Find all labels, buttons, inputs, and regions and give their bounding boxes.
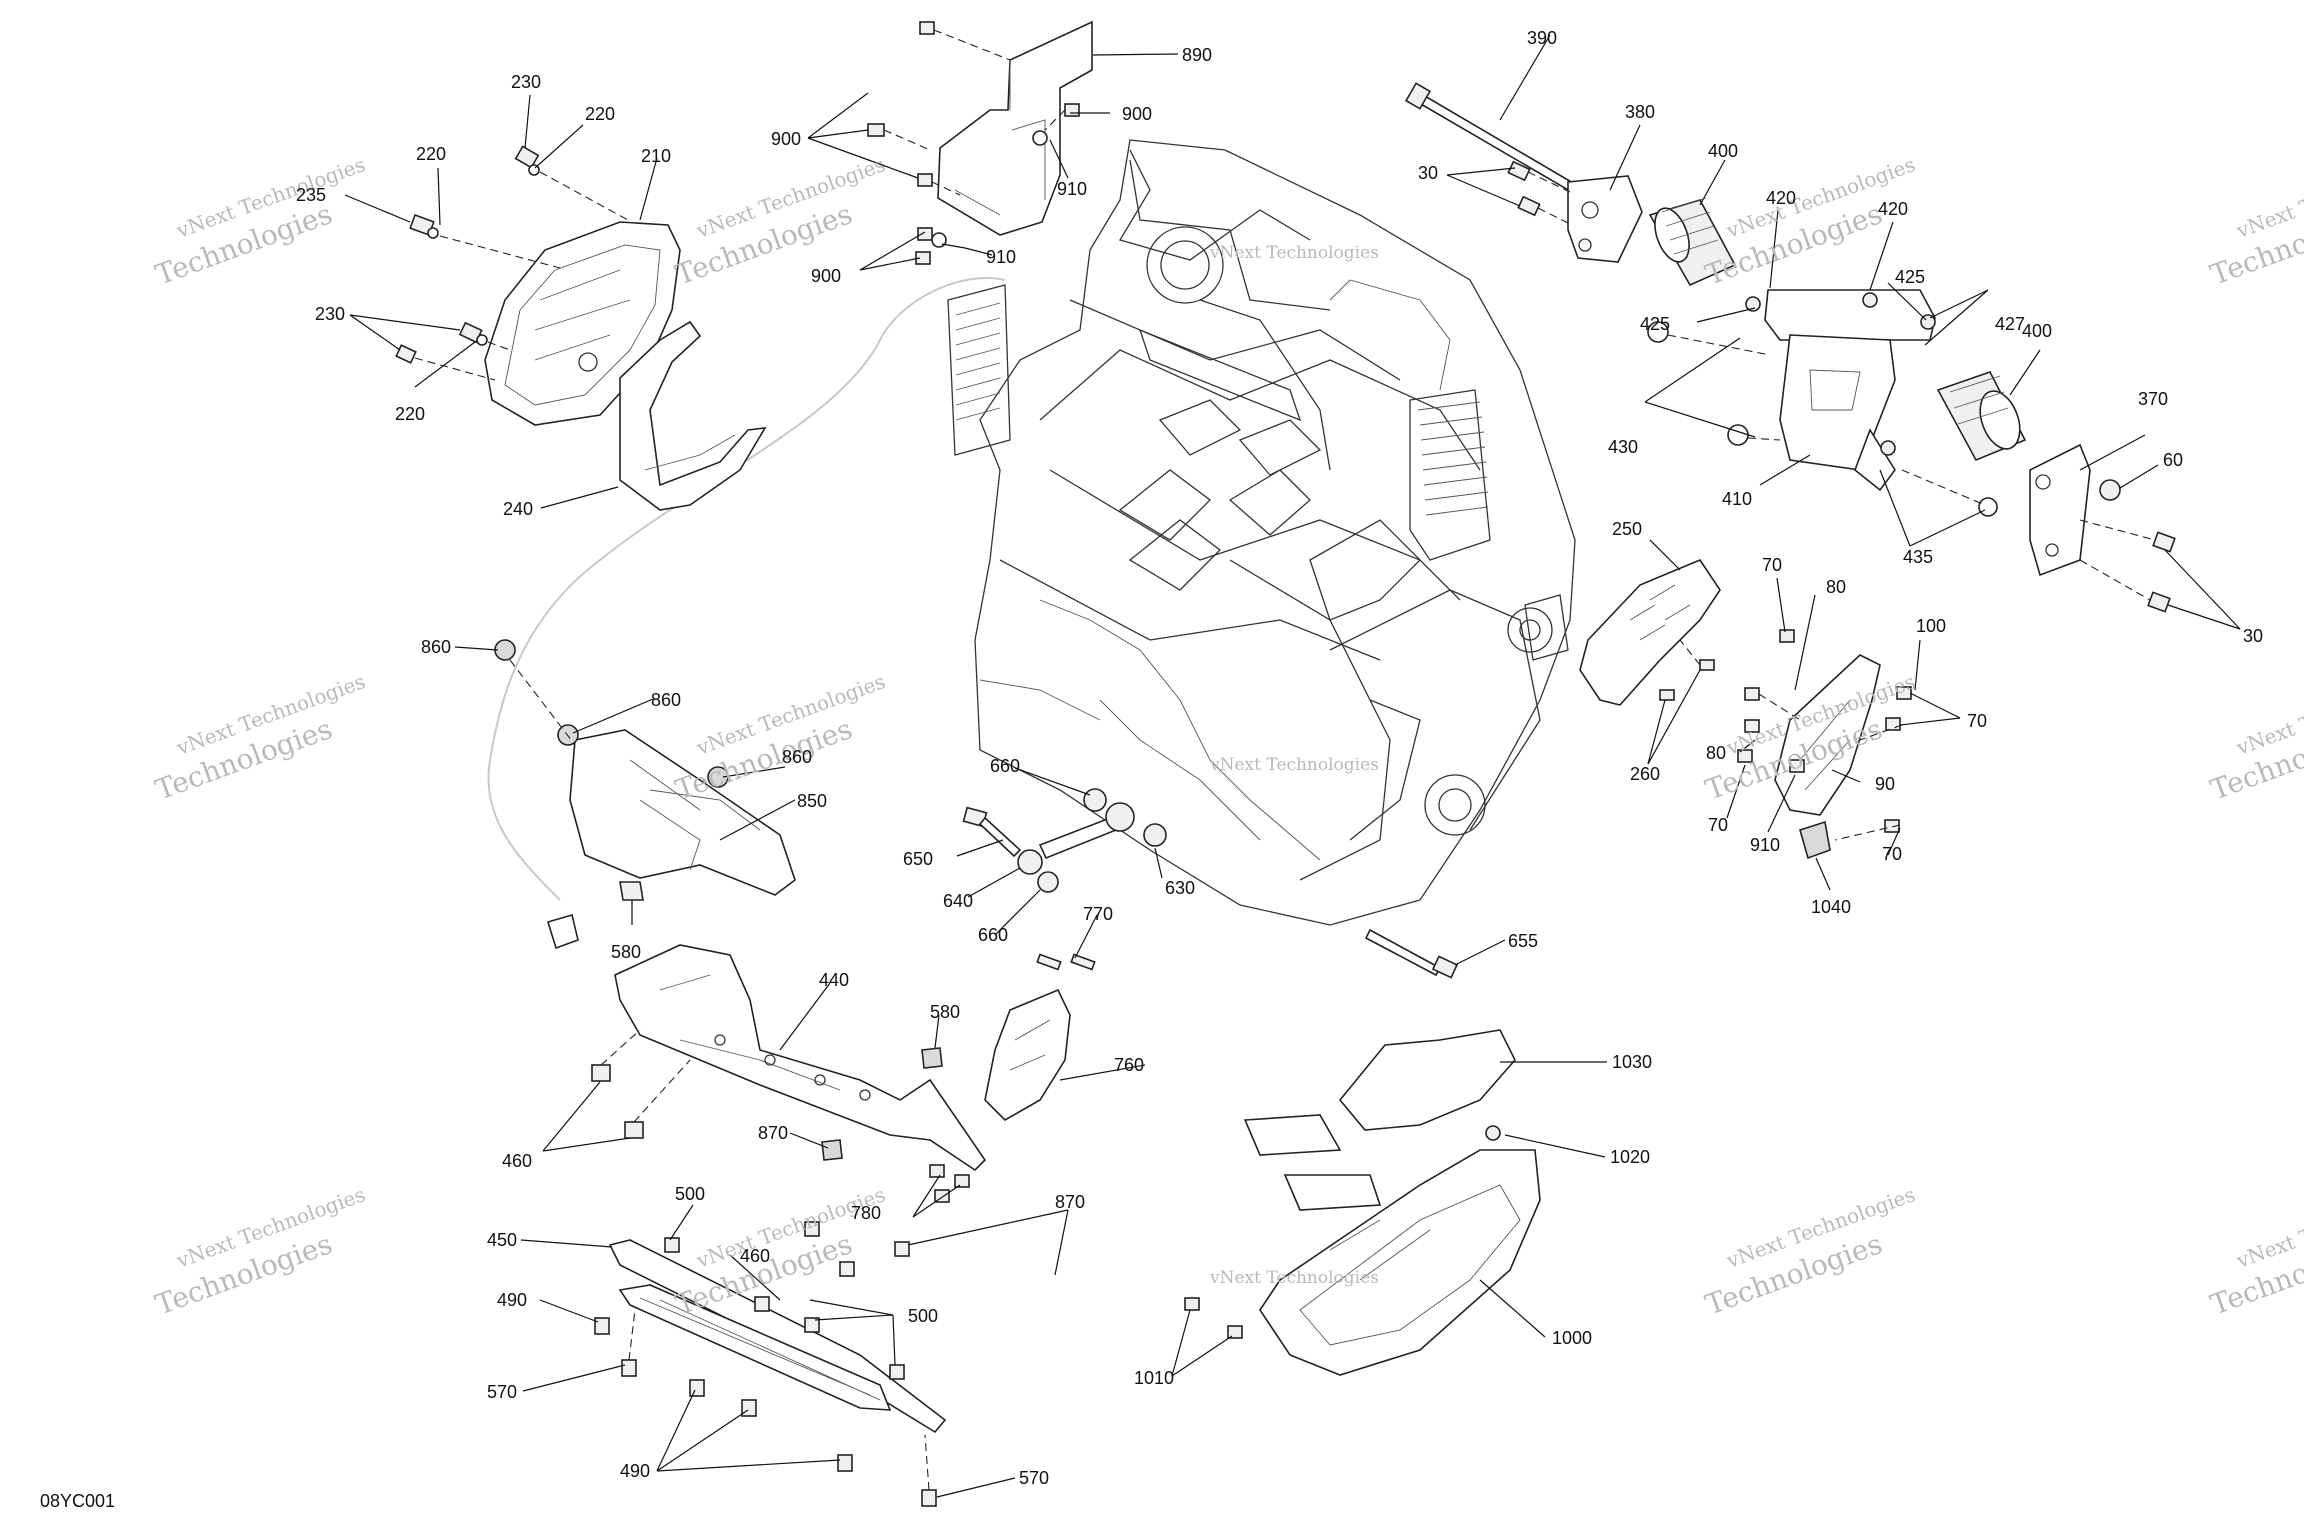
callout-1000: 1000 xyxy=(1552,1328,1592,1348)
callout-410: 410 xyxy=(1722,489,1752,509)
callout-630: 630 xyxy=(1165,878,1195,898)
callout-1040: 1040 xyxy=(1811,897,1851,917)
part-890-bracket xyxy=(867,20,1093,265)
part-90-bracket-cluster xyxy=(1737,629,1912,860)
callout-100: 100 xyxy=(1916,616,1946,636)
callout-425: 425 xyxy=(1640,314,1670,334)
callout-1030: 1030 xyxy=(1612,1052,1652,1072)
callout-780: 780 xyxy=(851,1203,881,1223)
callout-220: 220 xyxy=(416,144,446,164)
callout-640: 640 xyxy=(943,891,973,911)
callout-870: 870 xyxy=(758,1123,788,1143)
callout-910: 910 xyxy=(1750,835,1780,855)
callout-580: 580 xyxy=(930,1002,960,1022)
leader-lines xyxy=(344,34,2241,1498)
callout-430: 430 xyxy=(1608,437,1638,457)
callout-500: 500 xyxy=(675,1184,705,1204)
callout-650: 650 xyxy=(903,849,933,869)
callout-460: 460 xyxy=(502,1151,532,1171)
callout-910: 910 xyxy=(1057,179,1087,199)
fasteners-210-group xyxy=(395,145,629,381)
callout-1020: 1020 xyxy=(1610,1147,1650,1167)
callout-labels: 890 900 900 910 910 900 230 220 220 210 … xyxy=(40,28,2263,1511)
callout-235: 235 xyxy=(296,185,326,205)
callout-80: 80 xyxy=(1706,743,1726,763)
watermark-text: vNext Technologies xyxy=(1209,755,1379,775)
callout-860: 860 xyxy=(651,690,681,710)
callout-460: 460 xyxy=(740,1246,770,1266)
callout-870: 870 xyxy=(1055,1192,1085,1212)
callout-1010: 1010 xyxy=(1134,1368,1174,1388)
part-390-shaft-assembly xyxy=(1404,82,2176,613)
engine-assembly xyxy=(487,139,1576,926)
part-1000-skid-plate xyxy=(1184,1029,1541,1376)
callout-70: 70 xyxy=(1708,815,1728,835)
callout-370: 370 xyxy=(2138,389,2168,409)
callout-580: 580 xyxy=(611,942,641,962)
callout-490: 490 xyxy=(620,1461,650,1481)
callout-770: 770 xyxy=(1083,904,1113,924)
callout-30: 30 xyxy=(1418,163,1438,183)
figure-code: 08YC001 xyxy=(40,1491,115,1511)
callout-427: 427 xyxy=(1995,314,2025,334)
callout-260: 260 xyxy=(1630,764,1660,784)
callout-900: 900 xyxy=(1122,104,1152,124)
callout-490: 490 xyxy=(497,1290,527,1310)
callout-420: 420 xyxy=(1766,188,1796,208)
callout-655: 655 xyxy=(1508,931,1538,951)
callout-380: 380 xyxy=(1625,102,1655,122)
callout-80: 80 xyxy=(1826,577,1846,597)
callout-60: 60 xyxy=(2163,450,2183,470)
callout-660: 660 xyxy=(990,756,1020,776)
callout-390: 390 xyxy=(1527,28,1557,48)
callout-70: 70 xyxy=(1762,555,1782,575)
callout-70: 70 xyxy=(1882,844,1902,864)
watermark-text: vNext Technologies xyxy=(1209,1268,1379,1288)
part-450-rail xyxy=(594,1221,947,1507)
callout-425: 425 xyxy=(1895,267,1925,287)
callout-210: 210 xyxy=(641,146,671,166)
callout-860: 860 xyxy=(421,637,451,657)
callout-570: 570 xyxy=(1019,1468,1049,1488)
callout-240: 240 xyxy=(503,499,533,519)
callout-660: 660 xyxy=(978,925,1008,945)
callout-420: 420 xyxy=(1878,199,1908,219)
callout-70: 70 xyxy=(1967,711,1987,731)
callout-500: 500 xyxy=(908,1306,938,1326)
callout-440: 440 xyxy=(819,970,849,990)
callout-900: 900 xyxy=(811,266,841,286)
callout-220: 220 xyxy=(395,404,425,424)
callout-570: 570 xyxy=(487,1382,517,1402)
callout-760: 760 xyxy=(1114,1055,1144,1075)
callout-900: 900 xyxy=(771,129,801,149)
callout-230: 230 xyxy=(315,304,345,324)
callout-400: 400 xyxy=(2022,321,2052,341)
callout-220: 220 xyxy=(585,104,615,124)
callout-860: 860 xyxy=(782,747,812,767)
callout-890: 890 xyxy=(1182,45,1212,65)
watermark-text: vNext Technologies xyxy=(1209,243,1379,263)
part-240-bracket xyxy=(619,320,767,511)
callout-850: 850 xyxy=(797,791,827,811)
part-440-bracket xyxy=(591,944,987,1172)
callout-90: 90 xyxy=(1875,774,1895,794)
callout-30: 30 xyxy=(2243,626,2263,646)
callout-250: 250 xyxy=(1612,519,1642,539)
callout-435: 435 xyxy=(1903,547,1933,567)
callout-400: 400 xyxy=(1708,141,1738,161)
callout-450: 450 xyxy=(487,1230,517,1250)
part-630-660-linkage xyxy=(962,788,1459,979)
part-250-shield xyxy=(1579,559,1721,706)
part-850-plate xyxy=(494,639,796,950)
callout-230: 230 xyxy=(511,72,541,92)
callout-910: 910 xyxy=(986,247,1016,267)
